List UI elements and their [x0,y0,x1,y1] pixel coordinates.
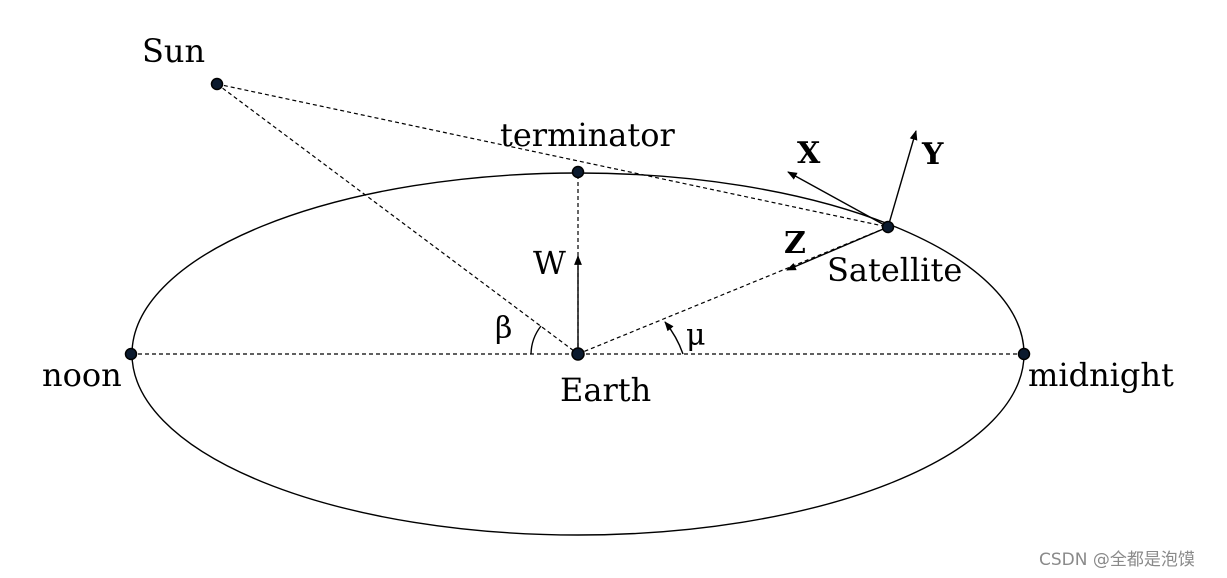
y-arrow [887,130,918,228]
x-axis-label: X [797,136,821,171]
beta-angle-arc [530,325,542,355]
satellite-label: Satellite [827,251,962,289]
x-arrow [787,171,889,228]
satellite-point [881,220,895,234]
earth-point [571,347,585,361]
sun-label: Sun [142,32,205,70]
terminator-point [571,165,585,179]
sun-earth-line [216,83,579,355]
mu-label: μ [686,318,706,353]
earth-label: Earth [560,371,651,409]
noon-label: noon [42,356,122,394]
w-axis-label: W [533,244,566,282]
y-axis-label: Y [921,137,944,172]
terminator-label: terminator [500,116,675,154]
sun-point [210,77,224,91]
midnight-label: midnight [1028,356,1174,394]
z-arrow [786,226,889,271]
sun-satellite-line [216,83,889,228]
beta-label: β [495,311,512,346]
watermark: CSDN @全都是泡馍 [1039,550,1195,570]
noon-point [124,347,138,361]
midnight-point [1017,347,1031,361]
mu-angle-arc [664,321,684,355]
z-axis-label: Z [784,226,806,261]
